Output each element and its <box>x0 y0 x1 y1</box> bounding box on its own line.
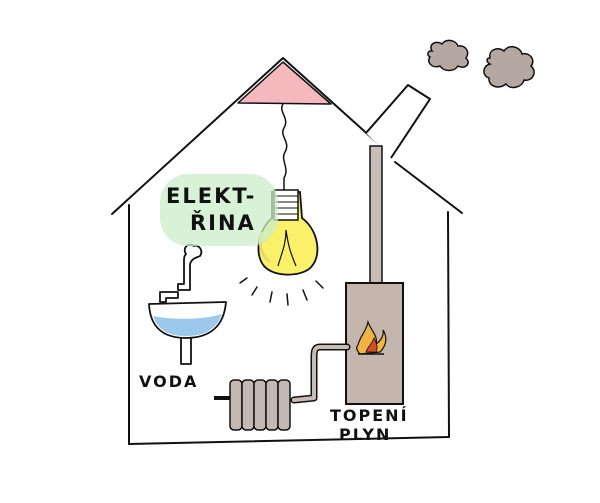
faucet-icon <box>177 243 203 291</box>
smoke-clouds <box>427 39 535 89</box>
smoke-cloud-small <box>427 39 469 72</box>
label-topeni: TOPENÍ <box>330 406 409 425</box>
label-plyn: PLYN <box>339 425 391 444</box>
roof-gable-triangle <box>237 61 332 105</box>
light-rays <box>239 277 324 306</box>
gas-pipe <box>290 343 351 404</box>
elektrina-glow <box>160 174 278 246</box>
label-voda: VODA <box>139 372 198 391</box>
chimney <box>365 84 431 159</box>
radiator <box>214 379 291 431</box>
flue-pipe <box>369 145 383 285</box>
sink <box>148 243 227 365</box>
label-elektrina-line1: ELEKT- <box>166 184 256 208</box>
stove <box>345 282 404 405</box>
house-outline <box>111 57 463 445</box>
smoke-cloud-large <box>483 46 535 89</box>
electric-wire <box>281 103 288 190</box>
label-elektrina-line2: ŘINA <box>190 210 256 235</box>
